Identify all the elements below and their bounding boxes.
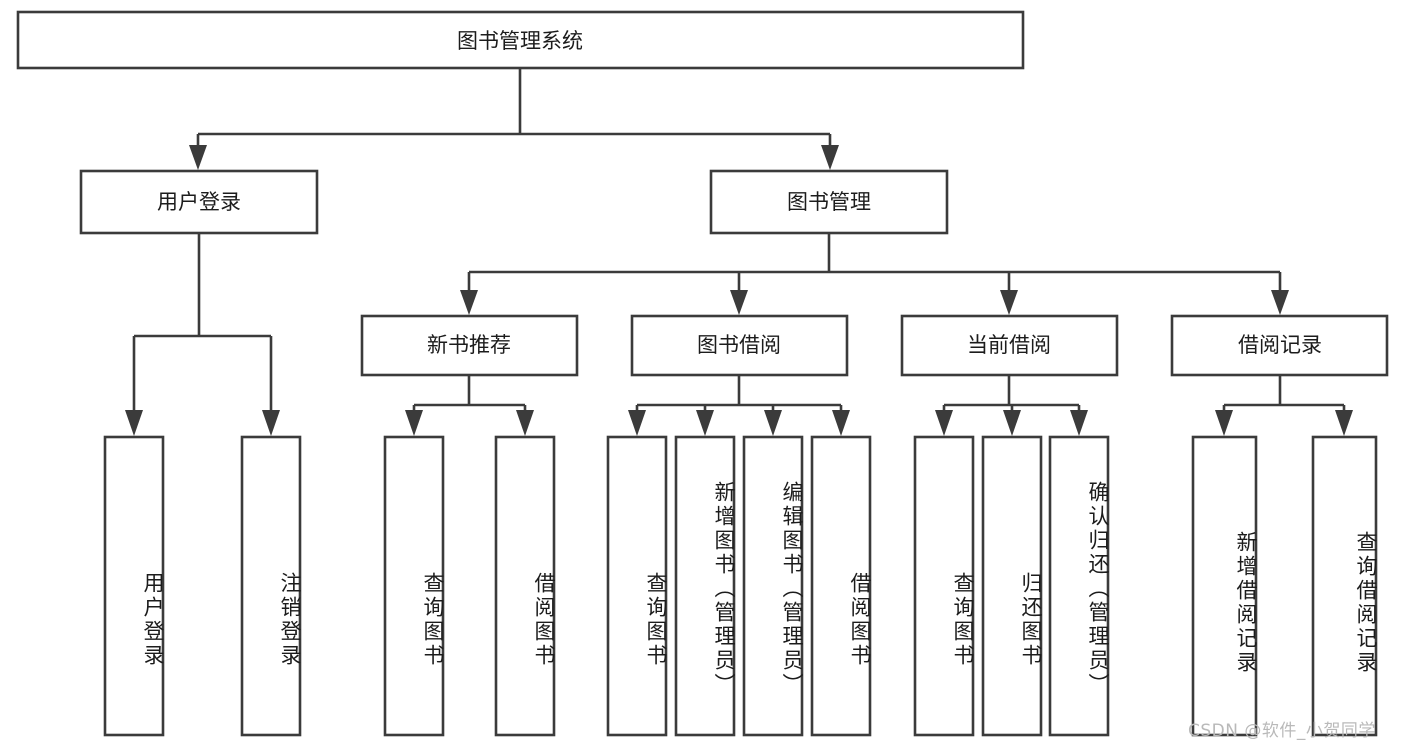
node-leaf-confirm-return-box[interactable]	[1048, 435, 1110, 737]
node-leaf-borrow-book-2-box[interactable]	[810, 435, 872, 737]
arrow-head-leaf-return-book	[1003, 410, 1021, 436]
node-leaf-edit-book-box[interactable]	[742, 435, 804, 737]
node-leaf-return-book-box[interactable]	[981, 435, 1043, 737]
node-leaf-query-book-1-box[interactable]	[383, 435, 445, 737]
node-book-manage-box[interactable]	[709, 169, 949, 235]
arrow-head-leaf-add-record	[1215, 410, 1233, 436]
arrow-head-leaf-borrow-book-2	[832, 410, 850, 436]
arrow-head-leaf-query-book-2	[628, 410, 646, 436]
arrow-head-leaf-query-book-1	[405, 410, 423, 436]
node-root-label: 图书管理系统	[457, 29, 583, 53]
node-current-borrow-box[interactable]	[900, 314, 1119, 377]
node-borrow-record-box[interactable]	[1170, 314, 1389, 377]
arrow-head-leaf-query-book-3	[935, 410, 953, 436]
csdn-watermark: CSDN @软件_小贺同学	[1188, 721, 1376, 741]
node-new-book-rec-box[interactable]	[360, 314, 579, 377]
node-current-borrow-label: 当前借阅	[967, 333, 1051, 357]
node-new-book-rec-label: 新书推荐	[427, 333, 511, 357]
node-book-borrow-label: 图书借阅	[697, 333, 781, 357]
arrow-head-to-book-manage	[821, 145, 839, 170]
arrow-head-to-current-borrow	[1000, 290, 1018, 315]
arrow-head-to-new-book-rec	[460, 290, 478, 315]
node-leaf-query-book-2-box[interactable]	[606, 435, 668, 737]
node-leaf-user-login-box[interactable]	[103, 435, 165, 737]
node-leaf-add-book-box[interactable]	[674, 435, 736, 737]
arrow-head-leaf-query-record	[1335, 410, 1353, 436]
arrow-head-leaf-add-book	[696, 410, 714, 436]
arrow-head-to-user-login	[189, 145, 207, 170]
arrow-head-leaf-borrow-book-1	[516, 410, 534, 436]
arrow-head-leaf-user-login	[125, 410, 143, 436]
node-leaf-query-book-3-box[interactable]	[913, 435, 975, 737]
node-leaf-add-record-box[interactable]	[1191, 435, 1258, 737]
arrow-head-leaf-confirm-return	[1070, 410, 1088, 436]
node-book-manage-label: 图书管理	[787, 190, 871, 214]
arrow-head-leaf-edit-book	[764, 410, 782, 436]
arrow-head-to-book-borrow	[730, 290, 748, 315]
node-leaf-logout-box[interactable]	[240, 435, 302, 737]
node-borrow-record-label: 借阅记录	[1238, 333, 1322, 357]
node-user-login-label: 用户登录	[157, 190, 241, 214]
node-root-box[interactable]	[16, 10, 1025, 70]
node-leaf-borrow-book-1-box[interactable]	[494, 435, 556, 737]
node-leaf-query-record-box[interactable]	[1311, 435, 1378, 737]
arrow-head-to-borrow-record	[1271, 290, 1289, 315]
arrow-head-leaf-logout	[262, 410, 280, 436]
node-book-borrow-box[interactable]	[630, 314, 849, 377]
